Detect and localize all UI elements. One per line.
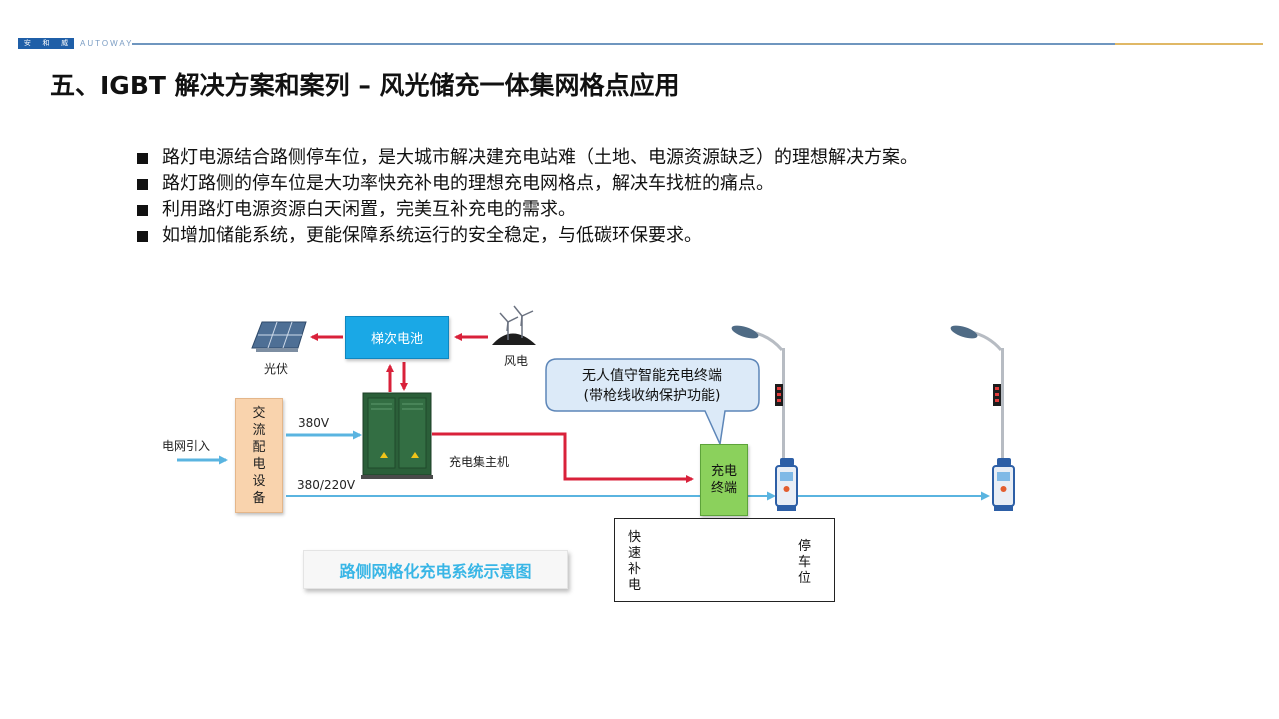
fast-charge-char: 补	[628, 562, 642, 577]
logo-char-3: 威	[61, 39, 69, 47]
callout-line-1: 无人值守智能充电终端	[582, 368, 722, 384]
bullet-square-icon	[137, 152, 148, 164]
terminal-label-line-2: 终端	[710, 481, 737, 496]
logo-latin-text: AUTOWAY	[80, 39, 134, 48]
ac-box-char: 流	[252, 422, 266, 438]
ac-box-char: 配	[252, 439, 266, 455]
parking-spot-frame	[614, 518, 835, 602]
page-title: 五、IGBT 解决方案和案列 – 风光储充一体集网格点应用	[50, 71, 680, 100]
bullet-list: 路灯电源结合路侧停车位，是大城市解决建充电站难（土地、电源资源缺乏）的理想解决方…	[137, 145, 918, 249]
bullet-item: 如增加储能系统，更能保障系统运行的安全稳定，与低碳环保要求。	[137, 223, 918, 249]
terminal-label-line-1: 充电	[710, 464, 737, 479]
bullet-text: 如增加储能系统，更能保障系统运行的安全稳定，与低碳环保要求。	[162, 225, 702, 246]
street-lamp-icon	[950, 325, 1004, 466]
bullet-square-icon	[137, 230, 148, 242]
fast-charge-char: 电	[628, 578, 642, 593]
fast-charge-char: 快	[628, 530, 642, 545]
storage-battery-box: 梯次电池	[345, 316, 449, 359]
host-to-terminal-arrow	[432, 432, 694, 483]
ac-box-char: 备	[252, 490, 266, 506]
voltage-380-label: 380V	[298, 416, 330, 430]
bullet-item: 路灯路侧的停车位是大功率快充补电的理想充电网格点，解决车找桩的痛点。	[137, 171, 918, 197]
ac-box-char: 设	[252, 473, 266, 489]
fast-charge-char: 速	[628, 546, 642, 561]
charging-terminal-box: 充电 终端	[700, 444, 748, 516]
header-divider-blue	[132, 43, 1115, 45]
ac-box-char: 交	[252, 405, 266, 421]
charging-host-label: 充电集主机	[449, 455, 510, 469]
parking-char: 停	[798, 539, 812, 554]
logo-char-2: 和	[42, 39, 50, 47]
callout-line-2: (带枪线收纳保护功能)	[583, 388, 721, 404]
callout-bubble	[545, 358, 760, 447]
logo-char-1: 安	[23, 39, 31, 47]
bullet-text: 利用路灯电源资源白天闲置，完美互补充电的需求。	[162, 199, 576, 220]
bullet-item: 利用路灯电源资源白天闲置，完美互补充电的需求。	[137, 197, 918, 223]
bullet-square-icon	[137, 204, 148, 216]
charging-host-cabinet-icon	[361, 392, 433, 479]
bullet-text: 路灯电源结合路侧停车位，是大城市解决建充电站难（土地、电源资源缺乏）的理想解决方…	[162, 147, 918, 168]
bullet-item: 路灯电源结合路侧停车位，是大城市解决建充电站难（土地、电源资源缺乏）的理想解决方…	[137, 145, 918, 171]
voltage-380-220-label: 380/220V	[297, 478, 356, 492]
ac-distribution-box: 交 流 配 电 设 备	[235, 398, 283, 513]
solar-label: 光伏	[264, 362, 289, 376]
charging-pile-icon	[992, 458, 1015, 511]
bullet-square-icon	[137, 178, 148, 190]
parking-char: 车	[798, 555, 812, 570]
parking-label: 停 车 位	[798, 539, 811, 587]
header-divider-gold	[1115, 43, 1263, 45]
ac-box-char: 电	[252, 456, 266, 472]
solar-panel-icon	[251, 321, 307, 352]
street-lamp-icon	[731, 325, 785, 466]
diagram-caption: 路侧网格化充电系统示意图	[303, 550, 568, 589]
wind-turbine-icon	[492, 305, 536, 345]
company-logo: 安 和 威	[18, 38, 74, 49]
grid-input-label: 电网引入	[162, 439, 211, 453]
callout-text: 无人值守智能充电终端 (带枪线收纳保护功能)	[548, 366, 756, 406]
parking-char: 位	[798, 571, 812, 586]
wind-label: 风电	[504, 354, 529, 368]
fast-charge-label: 快 速 补 电	[628, 530, 641, 594]
charging-pile-icon	[775, 458, 798, 511]
bullet-text: 路灯路侧的停车位是大功率快充补电的理想充电网格点，解决车找桩的痛点。	[162, 173, 774, 194]
